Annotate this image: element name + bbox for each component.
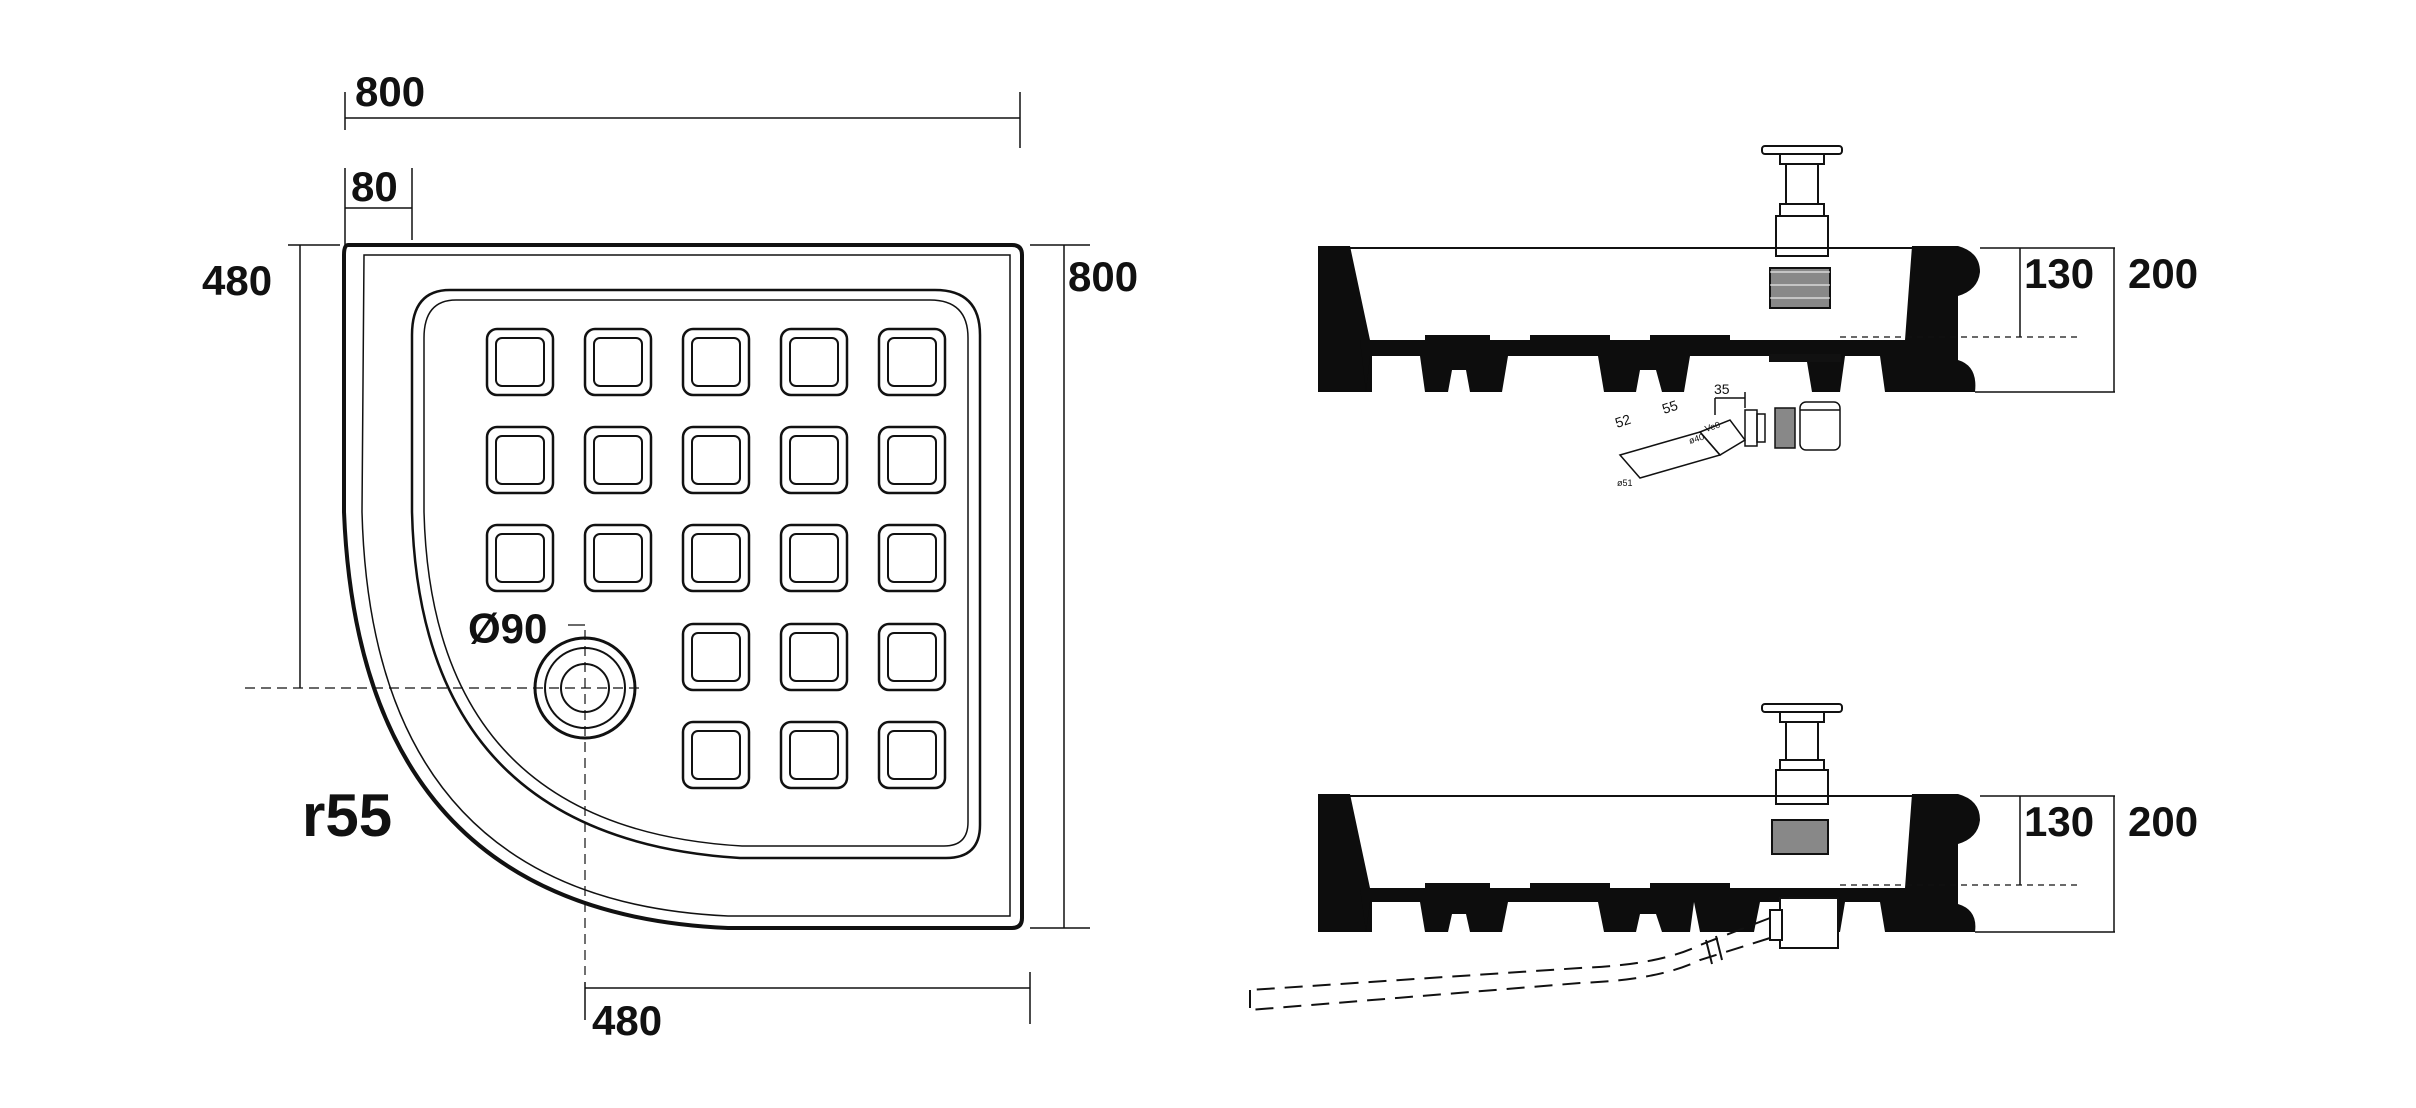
anti-slip-pad-inner — [887, 435, 937, 485]
section-top-dimensions — [1975, 247, 2115, 393]
anti-slip-pad-inner — [789, 632, 839, 682]
anti-slip-pad-inner — [593, 435, 643, 485]
anti-slip-pad-inner — [691, 435, 741, 485]
anti-slip-pad-inner — [691, 730, 741, 780]
dimension-80: 80 — [351, 163, 398, 210]
section-bottom-depth-130: 130 — [2024, 798, 2094, 845]
section-bottom-profile — [1360, 335, 1905, 392]
anti-slip-pad — [779, 327, 849, 397]
anti-slip-pad — [583, 425, 653, 495]
dimension-lines — [288, 92, 1090, 1024]
anti-slip-pad — [485, 327, 555, 397]
anti-slip-pad-inner — [789, 533, 839, 583]
anti-slip-pad — [877, 720, 947, 790]
anti-slip-pad-inner — [789, 435, 839, 485]
anti-slip-pad-inner — [887, 730, 937, 780]
section-view-bottom — [1249, 703, 2115, 1011]
drain-diameter-label: Ø90 — [468, 605, 547, 652]
anti-slip-pad — [681, 327, 751, 397]
anti-slip-pad — [681, 622, 751, 692]
drain-assembly-bottom — [1761, 703, 1843, 949]
tray-basin-outline — [410, 288, 982, 860]
anti-slip-pad — [779, 622, 849, 692]
pipe-label-ve: Ve0 — [1704, 420, 1722, 434]
anti-slip-pad — [681, 425, 751, 495]
tray-basin-inner-edge — [423, 299, 969, 847]
anti-slip-pad-inner — [887, 533, 937, 583]
section-bottom-dimensions — [1975, 795, 2115, 933]
anti-slip-pad-inner — [691, 533, 741, 583]
anti-slip-pad-inner — [495, 435, 545, 485]
anti-slip-pad-inner — [593, 337, 643, 387]
section-right-wall — [1890, 794, 1980, 932]
drain-assembly-top — [1761, 145, 1843, 362]
anti-slip-pad — [877, 622, 947, 692]
dimension-480-bottom: 480 — [592, 997, 662, 1044]
section-top-depth-130: 130 — [2024, 250, 2094, 297]
section-left-wall — [1318, 246, 1372, 392]
pipe-label-40: ø40 — [1688, 432, 1706, 446]
dimension-800-top: 800 — [355, 68, 425, 115]
anti-slip-pad — [681, 523, 751, 593]
anti-slip-pad — [877, 425, 947, 495]
section-bottom-height-200: 200 — [2128, 798, 2198, 845]
section-view-top: 52 55 35 ø40 ø51 Ve0 — [1318, 145, 2115, 488]
anti-slip-pad — [485, 523, 555, 593]
pipe-clamps — [1705, 935, 1723, 965]
pipe-label-51: ø51 — [1617, 478, 1633, 488]
anti-slip-pads — [485, 327, 947, 790]
anti-slip-pad-inner — [495, 337, 545, 387]
anti-slip-pad — [681, 720, 751, 790]
anti-slip-pad-inner — [593, 533, 643, 583]
anti-slip-pad-inner — [789, 337, 839, 387]
anti-slip-pad — [583, 523, 653, 593]
pipe-detail-top — [1618, 392, 1841, 479]
anti-slip-pad-inner — [789, 730, 839, 780]
anti-slip-pad — [877, 523, 947, 593]
anti-slip-pad — [877, 327, 947, 397]
dimension-480-left: 480 — [202, 257, 272, 304]
anti-slip-pad-inner — [887, 632, 937, 682]
pipe-label-55: 55 — [1660, 397, 1680, 417]
anti-slip-pad — [779, 720, 849, 790]
drain-pipe-dashed — [1249, 917, 1771, 1011]
pipe-label-52: 52 — [1613, 411, 1633, 431]
anti-slip-pad-inner — [691, 337, 741, 387]
anti-slip-pad — [779, 425, 849, 495]
dimension-800-right: 800 — [1068, 253, 1138, 300]
tray-outer-inner-edge — [361, 254, 1011, 917]
anti-slip-pad — [779, 523, 849, 593]
tray-outer-outline — [342, 243, 1024, 930]
pipe-label-35: 35 — [1714, 381, 1730, 397]
section-top-height-200: 200 — [2128, 250, 2198, 297]
anti-slip-pad-inner — [887, 337, 937, 387]
anti-slip-pad-inner — [495, 533, 545, 583]
section-left-wall — [1318, 794, 1372, 932]
section-right-wall — [1890, 246, 1980, 392]
anti-slip-pad — [583, 327, 653, 397]
plan-view — [245, 92, 1090, 1024]
anti-slip-pad — [485, 425, 555, 495]
anti-slip-pad-inner — [691, 632, 741, 682]
radius-label: r55 — [302, 782, 392, 849]
section-bottom-profile — [1360, 883, 1905, 932]
